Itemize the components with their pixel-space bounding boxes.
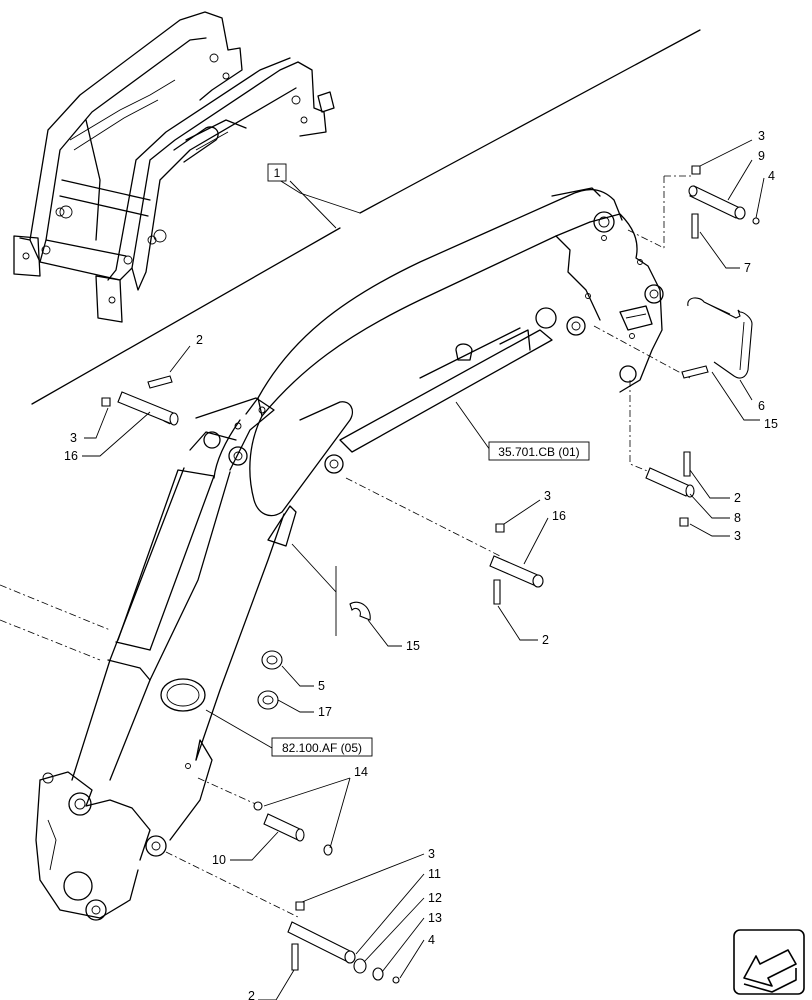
ref-box-bushing-label: 82.100.AF (05) <box>282 741 362 755</box>
washer-4-top <box>752 217 760 225</box>
callout-15: 15 <box>406 639 420 653</box>
loader-overview-inset <box>13 11 335 323</box>
callout-16: 16 <box>552 509 566 523</box>
assembly-centerlines <box>0 175 692 919</box>
ref-1-leader <box>275 177 361 214</box>
callout-2: 2 <box>542 633 549 647</box>
ref-box-bushing[interactable]: 82.100.AF (05) <box>271 737 373 757</box>
washer-5 <box>261 650 283 670</box>
callout-7: 7 <box>744 261 751 275</box>
bolt-2-right <box>683 451 691 477</box>
separator-line <box>359 29 701 214</box>
ref-box-1-label: 1 <box>274 166 281 180</box>
clip-15 <box>349 601 371 621</box>
pin-16-left <box>117 391 177 425</box>
callout-3: 3 <box>428 847 435 861</box>
ring-14-a <box>253 801 263 811</box>
callout-4: 4 <box>768 169 775 183</box>
callout-numbers: 3 9 4 7 6 15 2 8 3 2 3 16 3 16 2 15 5 17… <box>64 129 778 1000</box>
callout-6: 6 <box>758 399 765 413</box>
callout-12: 12 <box>428 891 442 905</box>
ref-box-cylinder-label: 35.701.CB (01) <box>498 445 579 459</box>
nut-3-bot <box>295 901 305 911</box>
bolt-2-left <box>147 375 173 389</box>
callout-11: 11 <box>428 867 441 881</box>
callout-16: 16 <box>64 449 78 463</box>
callout-10: 10 <box>212 853 226 867</box>
view-direction-arrow-icon <box>733 929 805 995</box>
washer-17 <box>257 690 279 710</box>
ref-box-1[interactable]: 1 <box>267 163 287 182</box>
callout-14: 14 <box>354 765 368 779</box>
ring-13 <box>372 967 384 981</box>
callout-13: 13 <box>428 911 442 925</box>
callout-2: 2 <box>248 989 255 1000</box>
callout-3: 3 <box>544 489 551 503</box>
washer-12 <box>353 958 367 974</box>
nut-3-mid <box>495 523 505 533</box>
callout-15: 15 <box>764 417 778 431</box>
callout-3: 3 <box>758 129 765 143</box>
callout-2: 2 <box>734 491 741 505</box>
loader-arm <box>35 187 664 921</box>
callout-9: 9 <box>758 149 765 163</box>
nut-3-right <box>679 517 689 527</box>
handle-pin-6 <box>687 297 753 379</box>
bolt-2-mid <box>493 579 501 605</box>
separator-line-lower <box>31 227 341 405</box>
callout-3: 3 <box>734 529 741 543</box>
nut-3-top <box>691 165 701 175</box>
nut-3-left <box>101 397 111 407</box>
callout-17: 17 <box>318 705 332 719</box>
bolt-7 <box>691 213 699 239</box>
callout-3: 3 <box>70 431 77 445</box>
pin-8 <box>645 467 691 497</box>
ref-box-cylinder[interactable]: 35.701.CB (01) <box>488 441 590 461</box>
callout-4: 4 <box>428 933 435 947</box>
bolt-2-bot <box>291 943 299 971</box>
callout-5: 5 <box>318 679 325 693</box>
bolt-15-right <box>681 365 709 379</box>
callout-8: 8 <box>734 511 741 525</box>
washer-4-bot <box>392 976 400 984</box>
leader-lines <box>82 139 765 1000</box>
callout-2: 2 <box>196 333 203 347</box>
ref-1-leader-2 <box>289 180 337 229</box>
loose-parts <box>101 165 760 984</box>
